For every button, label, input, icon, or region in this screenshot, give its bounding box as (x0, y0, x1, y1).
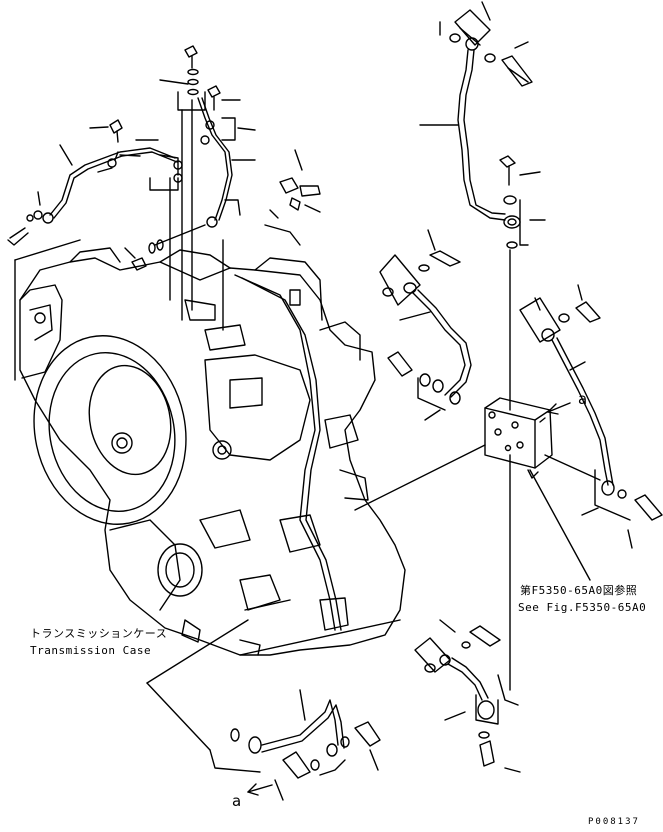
reference-a-bottom: a (232, 792, 242, 810)
page-identifier: P008137 (588, 817, 640, 827)
middle-right-pipe-assembly (379, 229, 472, 421)
right-lower-pipe-assembly (519, 284, 663, 549)
see-fig-label-en: See Fig.F5350-65A0 (518, 601, 647, 614)
leader-lines (146, 444, 486, 751)
center-small-fittings (264, 149, 321, 246)
reference-a-right: a (578, 390, 588, 408)
transmission-case-label-en: Transmission Case (30, 644, 152, 657)
upper-center-pipe-assembly (124, 45, 256, 331)
lower-right-pipe-assembly (414, 454, 521, 773)
upper-right-pipe-assembly (419, 1, 546, 411)
transmission-case-label-jp: トランスミッションケース (30, 627, 168, 640)
valve-block (484, 397, 591, 581)
upper-left-pipe-assembly (7, 119, 183, 381)
see-fig-label-jp: 第F5350-65A0図参照 (520, 584, 638, 597)
bottom-pipe-assembly (209, 689, 381, 801)
transmission-case-body (19, 247, 406, 656)
